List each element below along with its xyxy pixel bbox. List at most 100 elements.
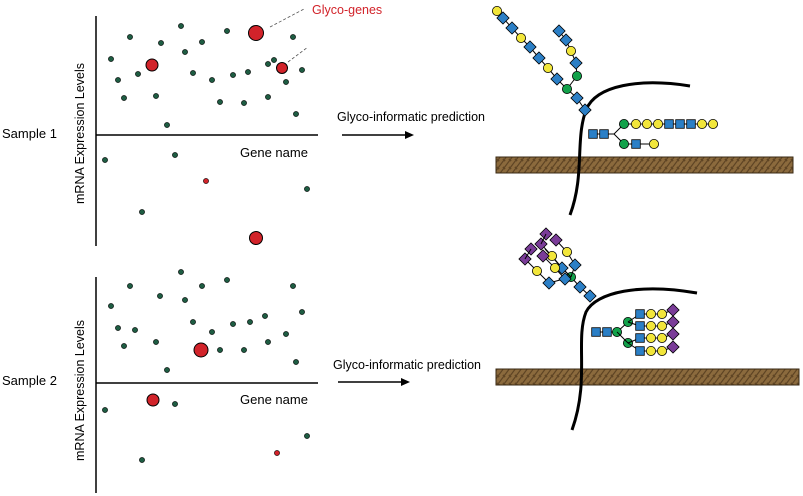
gene-dot [178, 23, 184, 29]
membrane-icon [495, 156, 794, 174]
glcnac-icon [583, 289, 597, 303]
gene-dot [108, 56, 114, 62]
sialic-acid-icon [536, 249, 550, 263]
arrow-right-icon [342, 131, 414, 139]
glcnac-icon [569, 56, 583, 70]
glcnac-icon [599, 129, 609, 139]
gene-dot [158, 40, 164, 46]
glcnac-icon [675, 119, 685, 129]
glcnac-icon [578, 103, 592, 117]
gene-dot [172, 401, 178, 407]
sialic-acid-icon [666, 327, 680, 341]
mannose-icon [631, 119, 642, 130]
sample1-label: Sample 1 [2, 126, 57, 141]
gene-dot [182, 297, 188, 303]
gene-dot [283, 331, 289, 337]
mannose-icon [619, 119, 630, 130]
gene-dot [178, 269, 184, 275]
gene-dot [102, 157, 108, 163]
glcnac-icon [558, 272, 572, 286]
glyco-gene-dot [248, 25, 264, 41]
glyco-gene-dot [145, 58, 159, 72]
glcnac-icon [550, 72, 564, 86]
glcnac-icon [664, 119, 674, 129]
gene-dot [153, 339, 159, 345]
gene-dot [245, 69, 251, 75]
x-axis-label-1: Gene name [240, 145, 308, 160]
mannose-icon [646, 332, 657, 343]
gene-dot [265, 339, 271, 345]
gene-dot [182, 49, 188, 55]
gene-dot [139, 457, 145, 463]
gene-dot [121, 95, 127, 101]
glyco-gene-dot [274, 450, 280, 456]
gene-dot [290, 34, 296, 40]
glcnac-icon [552, 24, 566, 38]
gene-dot [115, 325, 121, 331]
mannose-icon [649, 138, 660, 149]
membrane-icon [495, 368, 800, 386]
sialic-acid-icon [549, 233, 563, 247]
x-axis-label-2: Gene name [240, 392, 308, 407]
mannose-icon [516, 33, 527, 44]
gene-dot [157, 293, 163, 299]
glcnac-icon [559, 33, 573, 47]
gene-dot [262, 313, 268, 319]
mannose-icon [657, 332, 668, 343]
glyco-genes-label: Glyco-genes [312, 3, 382, 17]
gene-dot [209, 329, 215, 335]
gene-dot [121, 343, 127, 349]
glcnac-icon [568, 258, 582, 272]
mannose-icon [653, 119, 664, 130]
gene-dot [164, 367, 170, 373]
gene-dot [190, 319, 196, 325]
glcnac-icon [635, 309, 645, 319]
glycan-icon [491, 6, 719, 356]
arrow-right-icon [338, 378, 410, 386]
mannose-icon [642, 119, 653, 130]
gene-dot [283, 79, 289, 85]
gene-dot [230, 72, 236, 78]
glcnac-icon [635, 346, 645, 356]
prediction-label-1: Glyco-informatic prediction [337, 110, 485, 124]
glcnac-icon [635, 321, 645, 331]
sialic-acid-icon [666, 340, 680, 354]
gene-dot [224, 277, 230, 283]
gene-dot [241, 100, 247, 106]
mannose-icon [697, 119, 708, 130]
mannose-icon [566, 46, 577, 57]
mannose-icon [543, 63, 554, 74]
gene-dot [265, 94, 271, 100]
glcnac-icon [532, 51, 546, 65]
sample2-dots [102, 269, 310, 463]
gene-dot [115, 77, 121, 83]
gene-dot [217, 347, 223, 353]
sialic-acid-icon [666, 303, 680, 317]
glcnac-icon [505, 21, 519, 35]
gene-dot [304, 433, 310, 439]
gene-dot [127, 34, 133, 40]
gene-dot [271, 57, 277, 63]
sample1-dots [102, 23, 310, 245]
gene-dot [102, 407, 108, 413]
glcnac-icon [570, 91, 584, 105]
glyco-gene-dot [193, 342, 209, 358]
mannose-icon [562, 84, 573, 95]
mannose-icon [708, 119, 719, 130]
sample1-plot [95, 8, 318, 246]
gene-dot [199, 39, 205, 45]
glyco-gene-dot [146, 393, 160, 407]
glcnac-icon [686, 119, 696, 129]
mannose-icon [657, 320, 668, 331]
sialic-acid-icon [666, 315, 680, 329]
gene-dot [209, 77, 215, 83]
gene-dot [217, 99, 223, 105]
gene-dot [224, 28, 230, 34]
mannose-icon [619, 138, 630, 149]
glcnac-icon [602, 327, 612, 337]
gene-dot [153, 93, 159, 99]
glyco-gene-dot [276, 62, 288, 74]
mannose-icon [491, 6, 502, 16]
gene-dot [164, 122, 170, 128]
